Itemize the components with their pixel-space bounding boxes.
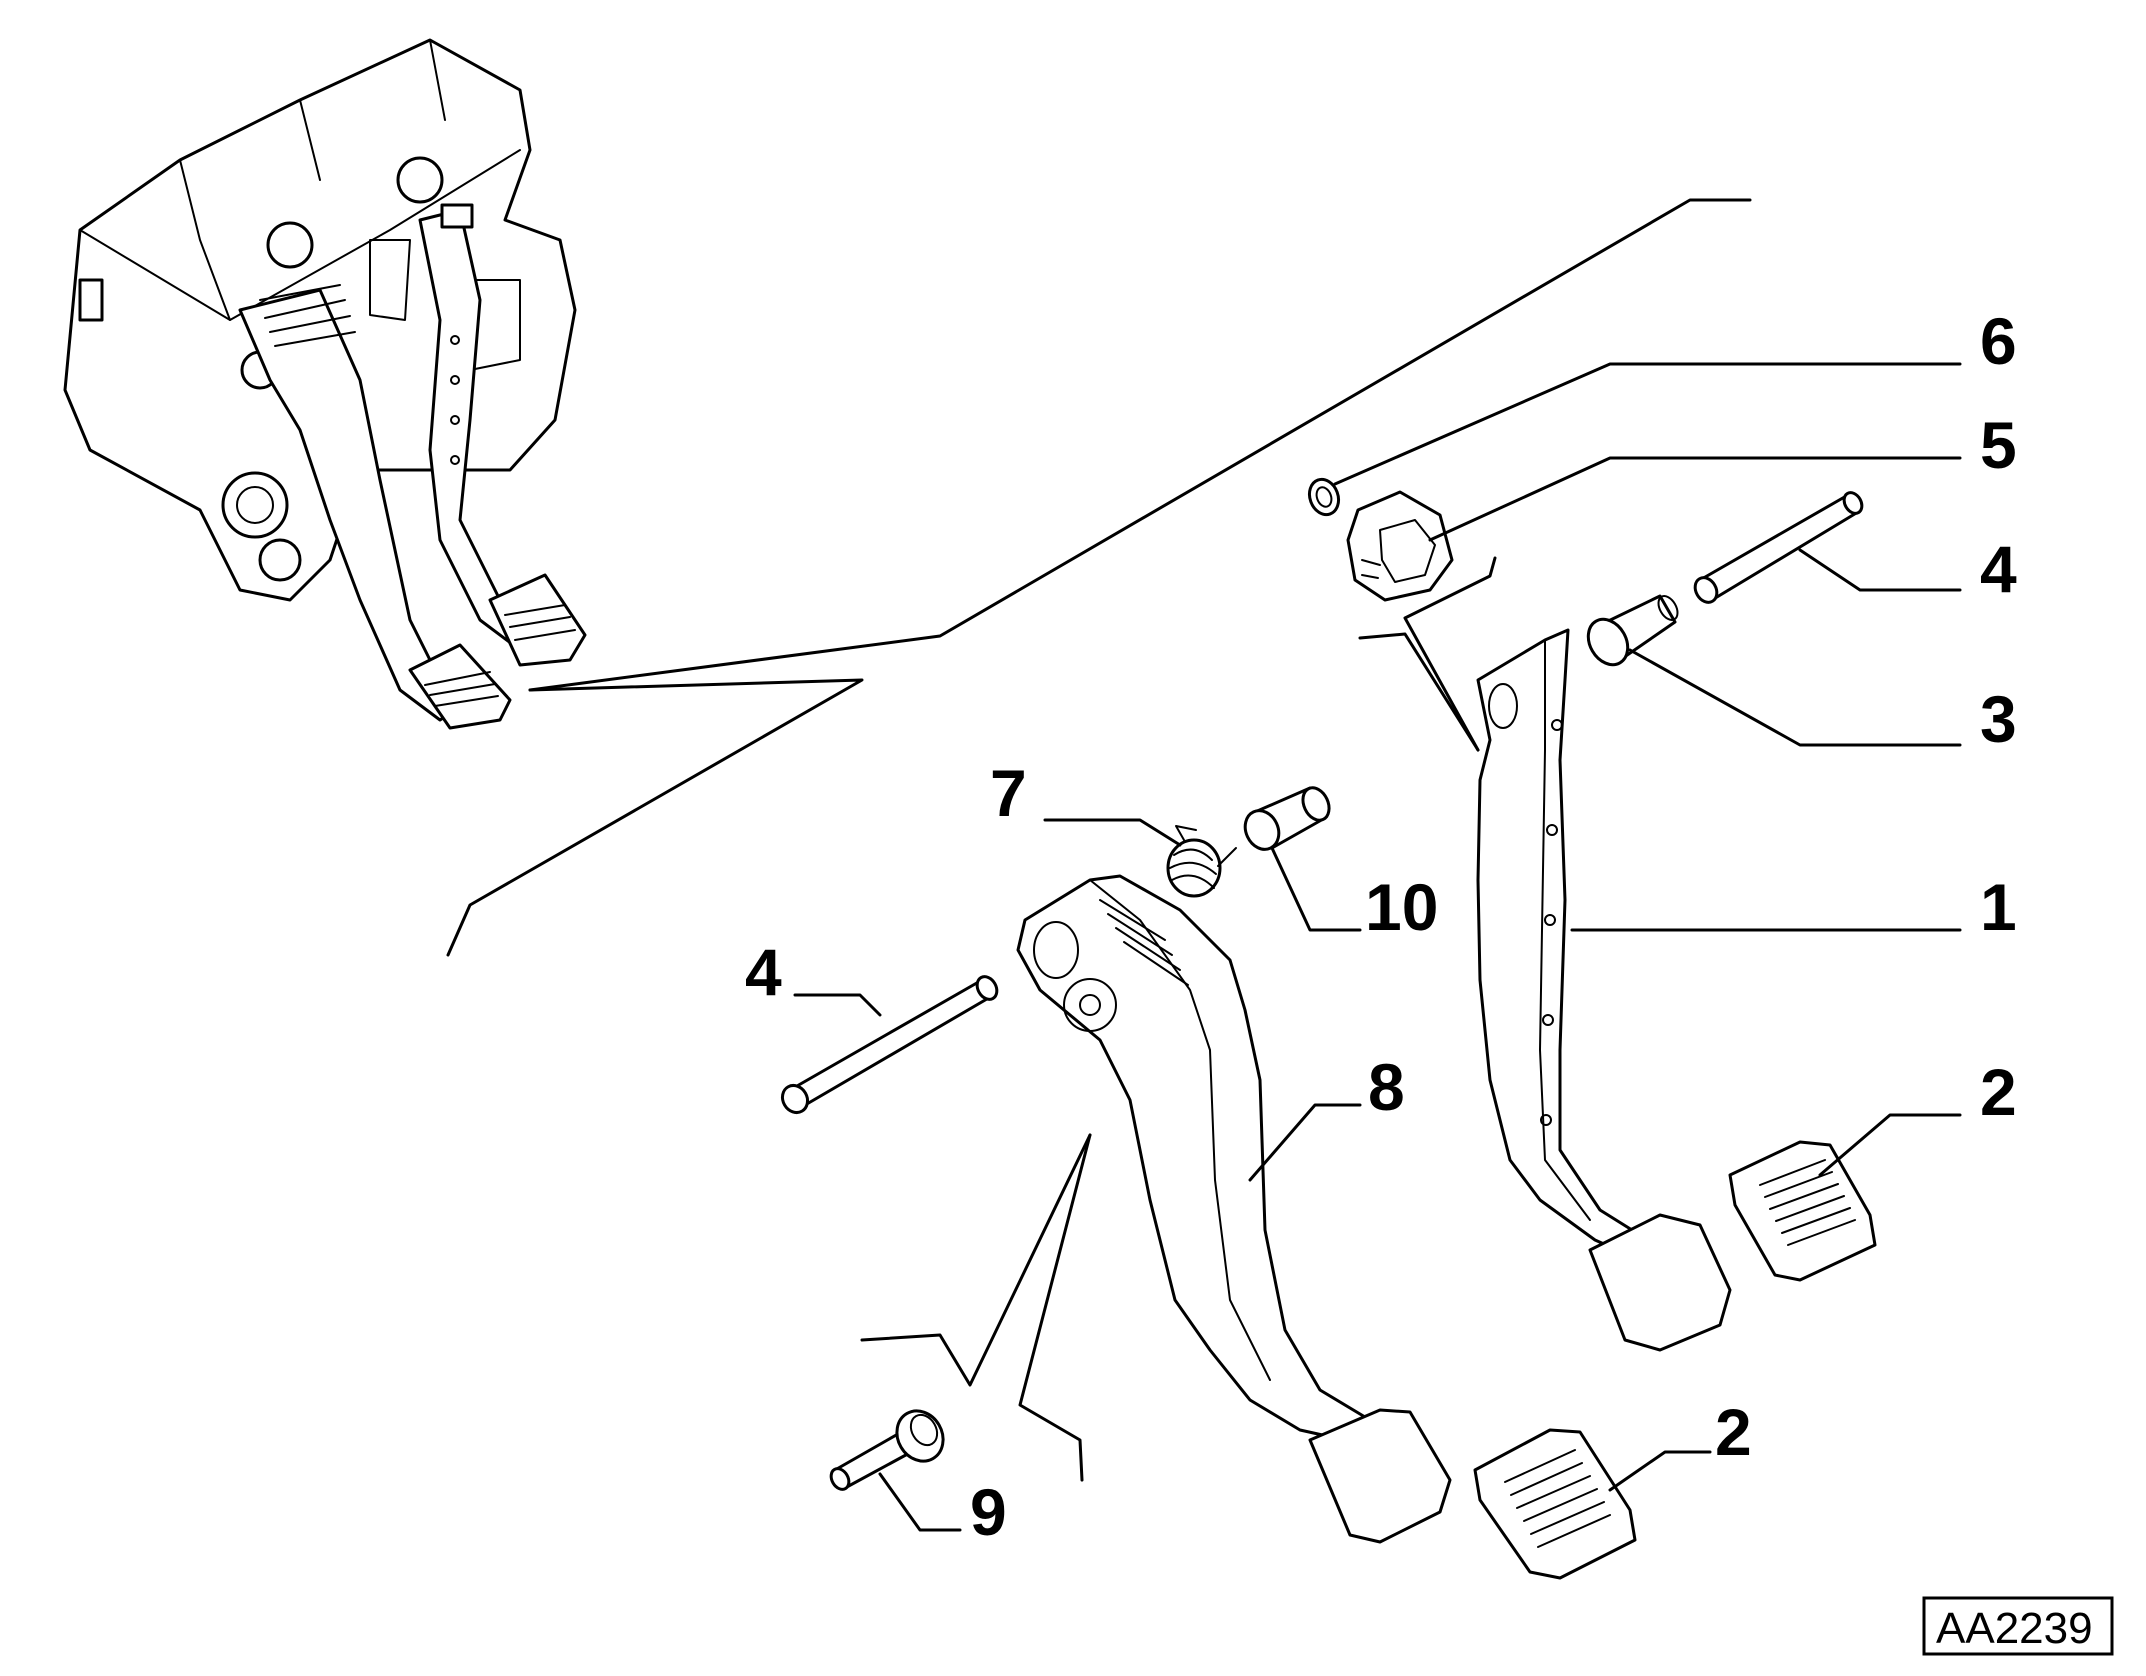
reference-code: AA2239: [1936, 1604, 2093, 1653]
callout-labels: 6 5 4 3 7 10 1 4 8 2 2 9: [745, 304, 2017, 1549]
callout-5: 5: [1980, 408, 2017, 482]
callout-2-right: 2: [1980, 1055, 2017, 1129]
pedal-box-assembly-overview: [63, 38, 1752, 957]
callout-10: 10: [1365, 870, 1438, 944]
leader-lines: [793, 362, 1962, 1532]
part-3-bushing: [1586, 594, 1679, 667]
callout-9: 9: [970, 1475, 1007, 1549]
part-2-pedal-pad-right: [1728, 1140, 1877, 1282]
callout-7: 7: [990, 756, 1027, 830]
part-5-bracket: [1346, 490, 1454, 602]
callout-1: 1: [1980, 870, 2017, 944]
part-1-brake-pedal-arm: [1476, 628, 1732, 1352]
part-8-clutch-pedal-arm: [1016, 874, 1452, 1544]
part-4-pivot-pin-lower: [780, 975, 999, 1115]
callout-2-lower: 2: [1715, 1395, 1752, 1469]
callout-3: 3: [1980, 682, 2017, 756]
callout-6: 6: [1980, 304, 2017, 378]
callout-4-upper: 4: [1980, 532, 2017, 606]
callout-4-lower: 4: [745, 935, 782, 1009]
part-2-pedal-pad-lower: [1473, 1428, 1637, 1580]
part-9-bolt: [829, 1409, 945, 1491]
part-10-bushing: [1243, 786, 1331, 851]
part-4-pivot-pin-upper: [1693, 491, 1864, 604]
callout-8: 8: [1368, 1050, 1405, 1124]
part-7-return-spring: [1166, 825, 1237, 898]
part-6-circlip: [1307, 477, 1341, 517]
reference-code-box: AA2239: [1922, 1596, 2114, 1656]
